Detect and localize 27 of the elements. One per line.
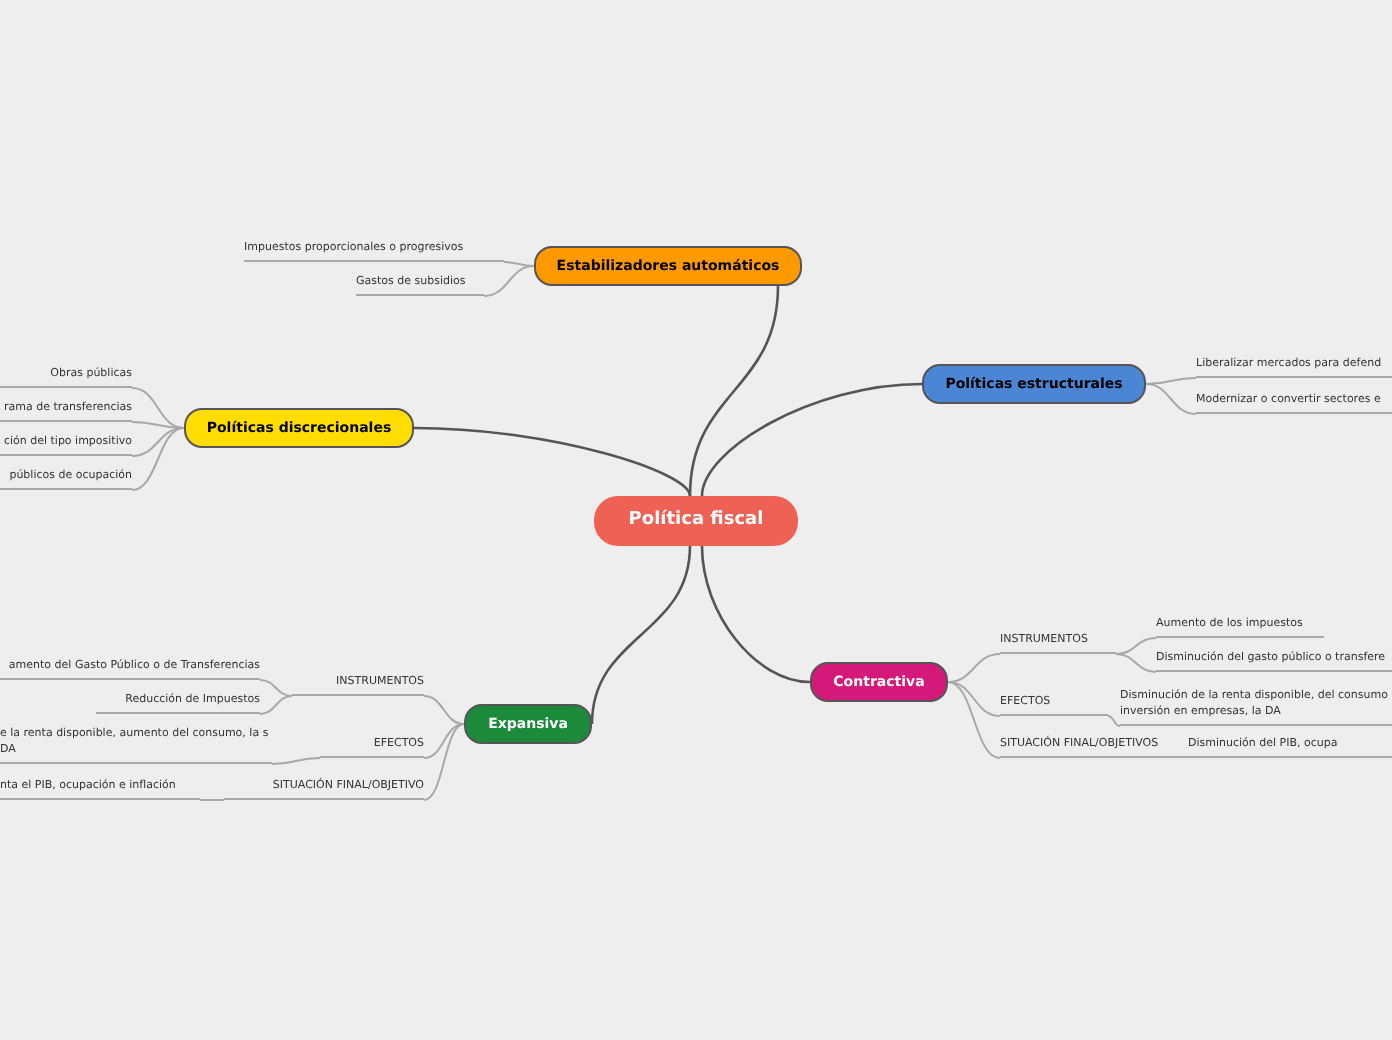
branch-line (271, 757, 321, 765)
branch-line (947, 681, 1001, 759)
branch-line (590, 545, 692, 725)
branch-line (259, 695, 293, 715)
branch-line (1115, 653, 1157, 673)
branch-line (1145, 383, 1197, 415)
branch-line (413, 426, 692, 497)
central-topic: Política fiscal (594, 496, 798, 546)
branch-line (259, 679, 293, 697)
branch-line (199, 799, 225, 801)
branch-line (1115, 637, 1157, 655)
branch-line (503, 261, 535, 267)
branch-line (131, 387, 185, 429)
branch-line (483, 265, 535, 297)
branch-line (131, 427, 185, 457)
branch-line (700, 545, 811, 684)
branch-line (423, 695, 465, 725)
branch-line (947, 681, 1001, 717)
branch-line (1145, 377, 1197, 385)
branch-line (423, 723, 465, 801)
branch-line (131, 421, 185, 429)
branch-line (423, 723, 465, 759)
branch-line (700, 382, 923, 497)
branch-line (1107, 715, 1121, 727)
branch-line (131, 427, 185, 491)
branch-line (947, 653, 1001, 683)
branch-line (688, 285, 780, 497)
